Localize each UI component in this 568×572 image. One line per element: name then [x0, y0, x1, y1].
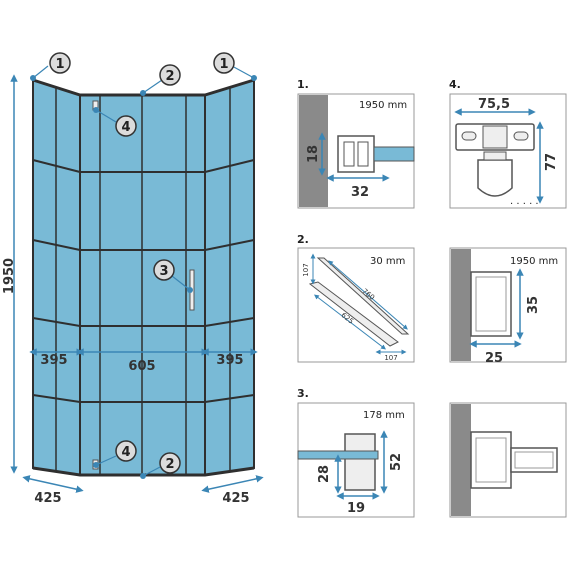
width-center-label: 605 [128, 359, 155, 374]
callout-circle-1-left [49, 52, 71, 74]
detail-3-height: 52 [389, 453, 404, 471]
depth-dimensions: 425 425 [22, 475, 264, 506]
left-side-panel [32, 78, 81, 477]
detail-1-height: 18 [306, 145, 321, 163]
detail-3-note: 178 mm [363, 410, 405, 421]
width-dimensions: 395 605 395 [29, 348, 258, 374]
depth-right-label: 425 [222, 491, 249, 506]
detail-6-profile [470, 431, 512, 489]
detail-2-note: 30 mm [370, 256, 405, 267]
callout-4-top: 4 [121, 120, 130, 135]
detail-3-glass [297, 450, 379, 460]
detail-1-note: 1950 mm [359, 100, 407, 111]
detail-1-profile [337, 135, 375, 173]
width-left-label: 395 [40, 353, 67, 368]
callouts: 1 2 1 4 3 4 2 [30, 52, 257, 479]
callout-circle-4-top [115, 115, 137, 137]
width-right-label: 395 [216, 353, 243, 368]
detail-2-number: 2. [297, 233, 309, 246]
callout-1-right: 1 [219, 57, 228, 72]
callout-2-bottom: 2 [165, 457, 174, 472]
callout-circle-4-bottom [115, 440, 137, 462]
callout-2-top: 2 [165, 69, 174, 84]
detail-6-wall [451, 404, 471, 516]
callout-4-bottom: 4 [121, 445, 130, 460]
callout-1-left: 1 [55, 57, 64, 72]
center-door-panel [79, 94, 206, 476]
callout-3: 3 [159, 264, 168, 279]
height-dimension: 1950 [2, 74, 18, 474]
detail-1: 1. 1950 mm 18 32 [297, 78, 415, 209]
callout-circle-3 [153, 259, 175, 281]
detail-4-hinge-body [477, 159, 513, 197]
detail-2: 2. 30 mm 760 625 107 107 [297, 233, 415, 363]
detail-6 [449, 402, 567, 518]
callout-circle-2-top [159, 64, 181, 86]
detail-5-wall [451, 249, 471, 361]
detail-3-profile [344, 433, 376, 491]
detail-4-number: 4. [449, 78, 461, 91]
detail-5-note: 1950 mm [510, 256, 558, 267]
detail-4: 4. 75,5 77 . . . . . [449, 78, 567, 209]
height-label: 1950 [2, 258, 17, 294]
detail-3-inner-height: 28 [317, 465, 332, 483]
callout-circle-1-right [213, 52, 235, 74]
detail-1-width: 32 [351, 185, 369, 200]
depth-left-label: 425 [34, 491, 61, 506]
callout-circle-2-bottom [159, 452, 181, 474]
detail-4-height: 77 [544, 153, 559, 171]
detail-3: 3. 178 mm 52 28 19 [297, 387, 415, 518]
detail-1-number: 1. [297, 78, 309, 91]
detail-3-width: 19 [347, 501, 365, 516]
detail-5: 1950 mm 35 25 [449, 247, 567, 366]
detail-1-glass [373, 146, 415, 162]
svg-text:. . . . .: . . . . . [510, 196, 539, 207]
detail-5-height: 35 [526, 296, 541, 314]
detail-2-width-d: 107 [384, 354, 397, 362]
detail-2-height-a: 107 [302, 263, 310, 276]
shower-enclosure [32, 78, 255, 477]
detail-3-number: 3. [297, 387, 309, 400]
right-side-panel [204, 78, 255, 477]
detail-5-profile [470, 271, 512, 337]
detail-5-width: 25 [485, 351, 503, 366]
detail-4-width: 75,5 [478, 97, 510, 112]
